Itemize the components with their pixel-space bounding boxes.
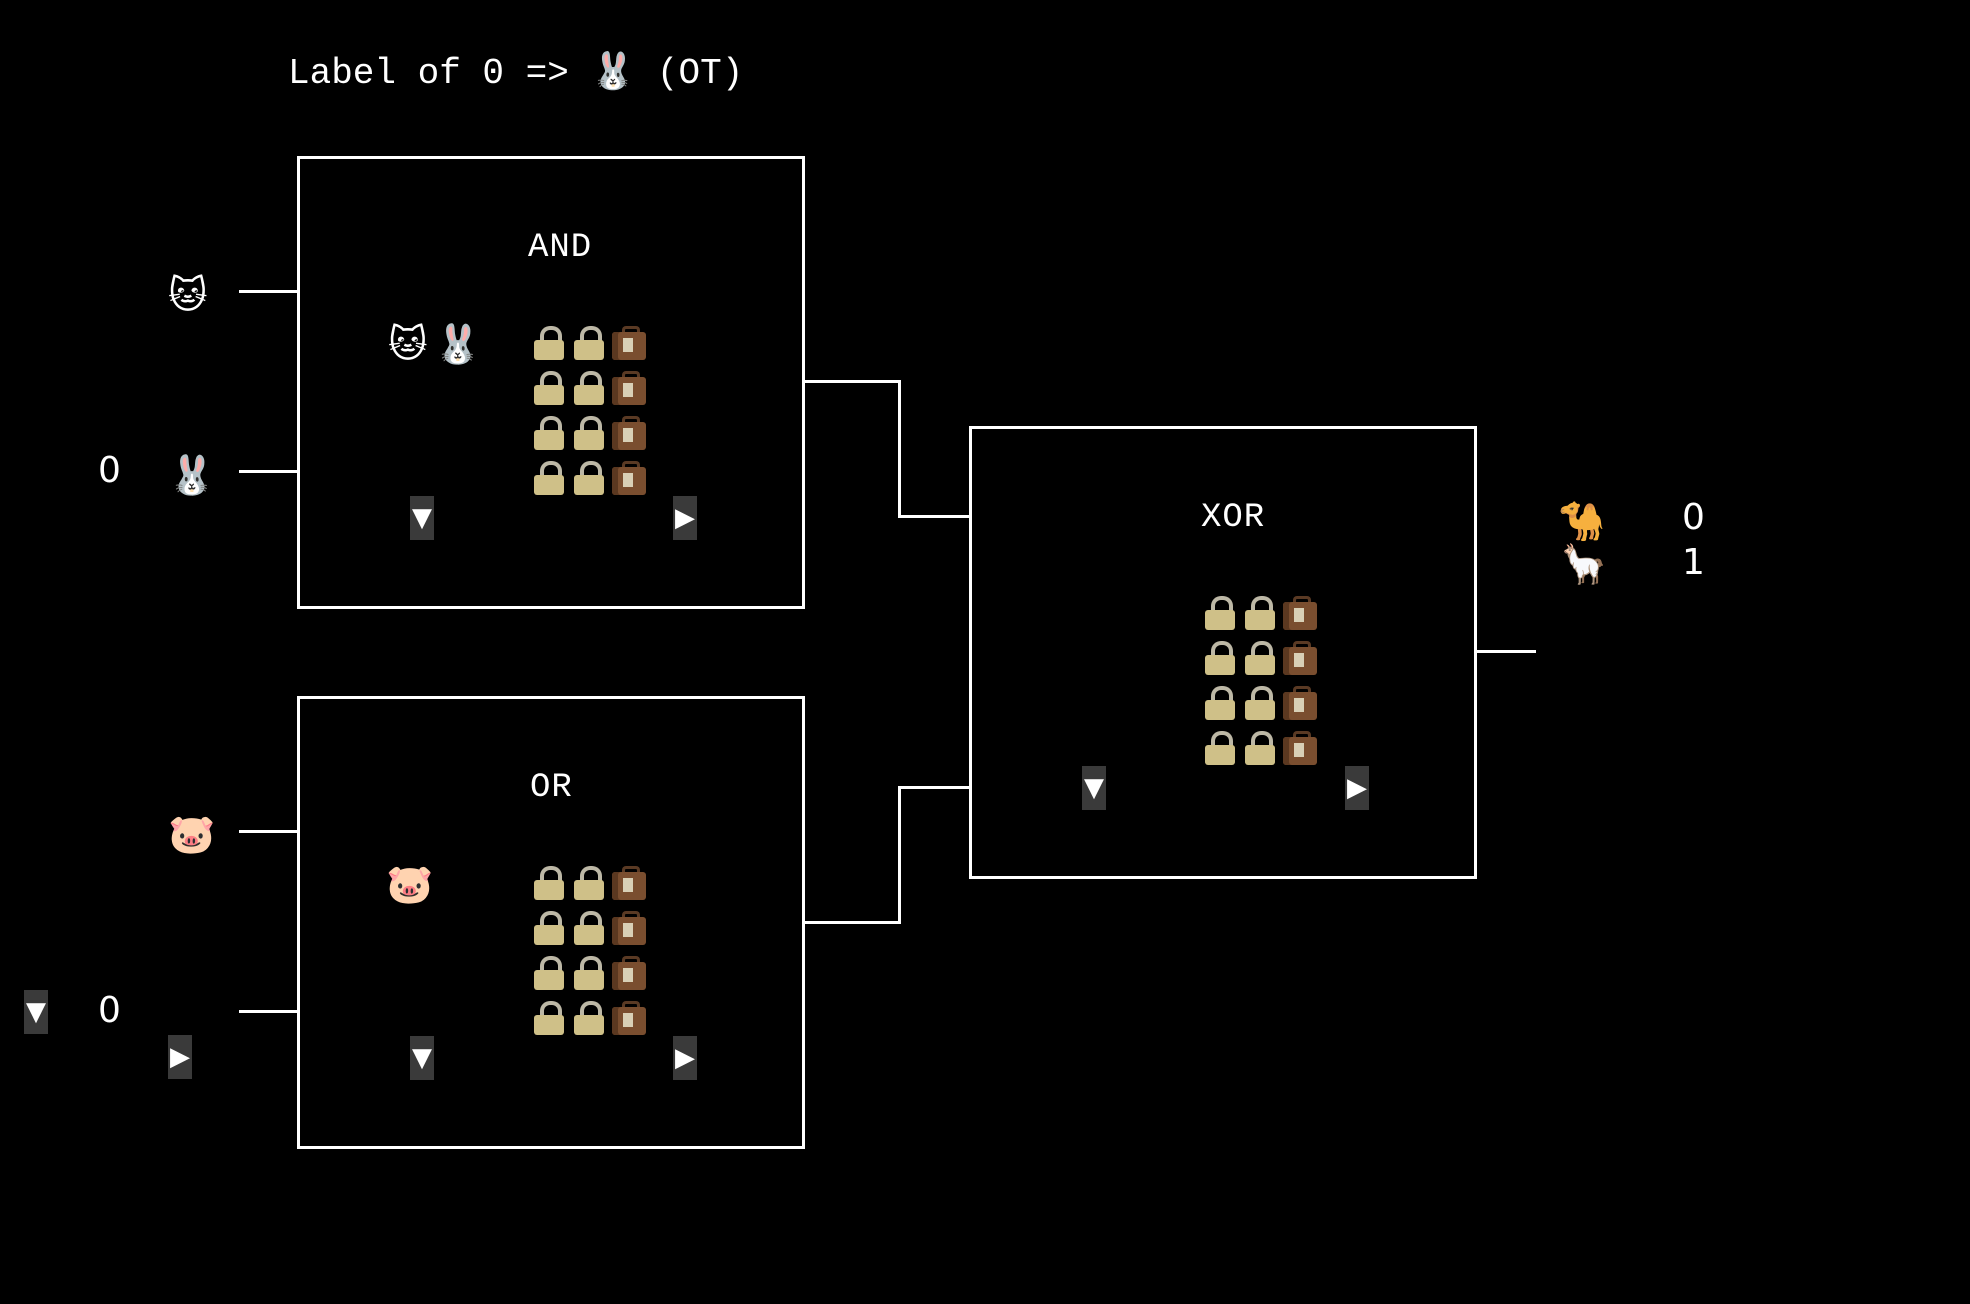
output-wire <box>1476 650 1536 653</box>
lock-icon <box>1240 590 1280 635</box>
lock-icon <box>569 860 609 905</box>
page-title: Label of 0 => 🐰 (OT) <box>288 53 744 94</box>
suitcase-icon <box>1280 590 1320 635</box>
lock-icon <box>529 950 569 995</box>
step-down-button[interactable]: ▼ <box>410 1036 434 1080</box>
suitcase-icon <box>609 410 649 455</box>
suitcase-icon <box>609 455 649 500</box>
suitcase-icon <box>609 905 649 950</box>
lock-icon <box>1240 635 1280 680</box>
garbled-table <box>529 320 649 500</box>
lock-icon <box>529 905 569 950</box>
and-xor-wire <box>898 380 901 518</box>
lock-icon <box>1240 680 1280 725</box>
lock-icon <box>529 995 569 1040</box>
held-label-cat: 🐱 <box>388 322 428 366</box>
lock-icon <box>569 365 609 410</box>
gate-label: OR <box>530 769 573 807</box>
and-xor-wire <box>804 380 901 383</box>
or-gate: OR 🐷 ▼ ▶ <box>297 696 805 1149</box>
suitcase-icon <box>609 950 649 995</box>
input-wire-c <box>239 830 299 833</box>
step-down-button[interactable]: ▼ <box>1082 766 1106 810</box>
and-xor-wire <box>898 515 971 518</box>
or-xor-wire <box>898 786 971 789</box>
lock-icon <box>1200 680 1240 725</box>
held-label-rabbit: 🐰 <box>434 322 482 366</box>
suitcase-icon <box>609 365 649 410</box>
suitcase-icon <box>609 320 649 365</box>
suitcase-icon <box>1280 725 1320 770</box>
xor-gate: XOR ▼ ▶ <box>969 426 1477 879</box>
lock-icon <box>569 905 609 950</box>
suitcase-icon <box>609 995 649 1040</box>
input-bit: 0 <box>98 990 121 1031</box>
held-label-pig: 🐷 <box>386 862 434 906</box>
gate-label: XOR <box>1201 499 1266 537</box>
lock-icon <box>569 320 609 365</box>
lock-icon <box>1200 590 1240 635</box>
lock-icon <box>569 995 609 1040</box>
step-forward-button[interactable]: ▶ <box>673 1036 697 1080</box>
lock-icon <box>529 860 569 905</box>
step-forward-button[interactable]: ▶ <box>1345 766 1369 810</box>
garbled-table <box>1200 590 1320 770</box>
input-wire-a <box>239 290 299 293</box>
suitcase-icon <box>609 860 649 905</box>
lock-icon <box>529 365 569 410</box>
gate-label: AND <box>528 229 593 267</box>
lock-icon <box>1240 725 1280 770</box>
suitcase-icon <box>1280 635 1320 680</box>
input-wire-b <box>239 470 299 473</box>
step-forward-button[interactable]: ▶ <box>673 496 697 540</box>
input-label-rabbit: 🐰 <box>168 453 216 497</box>
lock-icon <box>569 410 609 455</box>
output-label-llama: 🦙 <box>1560 542 1608 586</box>
step-down-button[interactable]: ▼ <box>410 496 434 540</box>
garbled-table <box>529 860 649 1040</box>
output-label-camel: 🐪 <box>1558 499 1606 543</box>
lock-icon <box>529 320 569 365</box>
output-bit: 0 <box>1682 497 1705 538</box>
lock-icon <box>569 455 609 500</box>
input-wire-d <box>239 1010 299 1013</box>
lock-icon <box>1200 635 1240 680</box>
lock-icon <box>1200 725 1240 770</box>
or-xor-wire <box>898 786 901 924</box>
lock-icon <box>529 410 569 455</box>
input-step-forward-button[interactable]: ▶ <box>168 1035 192 1079</box>
and-gate: AND 🐱 🐰 ▼ ▶ <box>297 156 805 609</box>
output-bit: 1 <box>1682 542 1705 583</box>
input-bit: 0 <box>98 450 121 491</box>
input-step-down-button[interactable]: ▼ <box>24 990 48 1034</box>
input-label-pig: 🐷 <box>168 812 216 856</box>
input-label-cat: 🐱 <box>168 273 208 317</box>
lock-icon <box>569 950 609 995</box>
suitcase-icon <box>1280 680 1320 725</box>
lock-icon <box>529 455 569 500</box>
or-xor-wire <box>804 921 901 924</box>
